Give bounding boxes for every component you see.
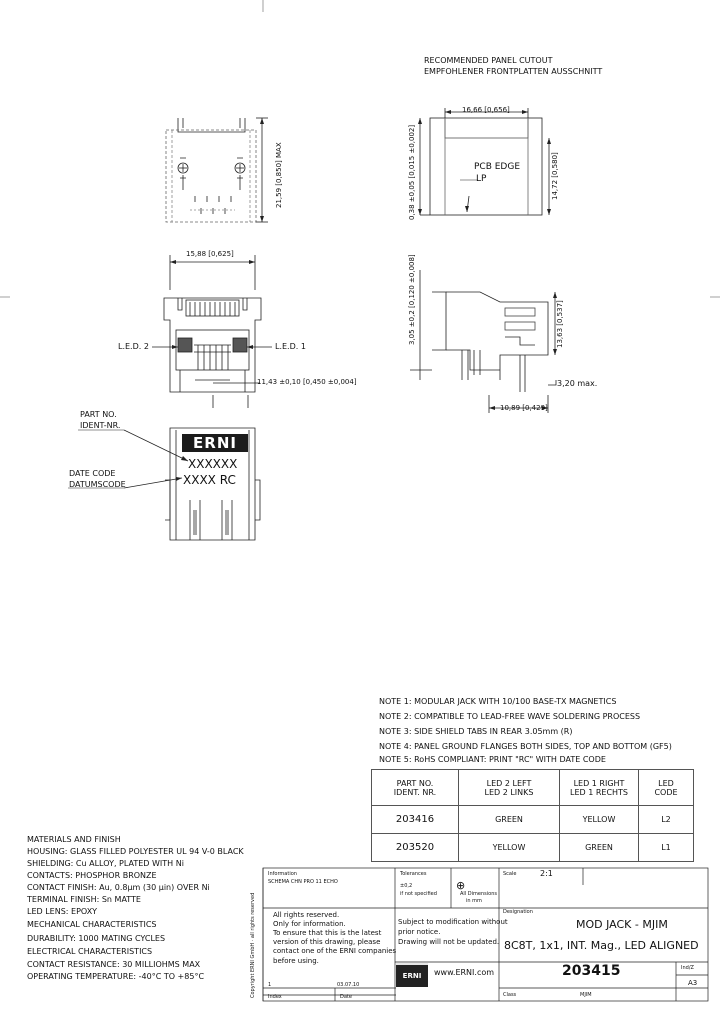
materials-line: CONTACTS: PHOSPHOR BRONZE [27, 871, 157, 880]
rev-label: Ind/Z [681, 965, 694, 971]
drawing-number: 203415 [562, 963, 621, 979]
designation-label: Designation [503, 909, 533, 915]
materials-line: HOUSING: GLASS FILLED POLYESTER UL 94 V-… [27, 847, 244, 856]
table-row: 203520 YELLOW GREEN L1 [371, 833, 694, 862]
scale-label: Scale [503, 871, 517, 877]
materials-line: OPERATING TEMPERATURE: -40°C TO +85°C [27, 972, 205, 981]
unless-specified: if not specified [400, 891, 437, 897]
materials-line: DURABILITY: 1000 MATING CYCLES [27, 934, 166, 943]
top-view-drawing [165, 117, 268, 223]
cutout-width-dim: 16,66 [0,656] [462, 106, 510, 114]
scale-value: 2:1 [540, 869, 553, 878]
panel-cutout-drawing [419, 108, 550, 216]
copyright-line: contact one of the ERNI companies [273, 947, 397, 955]
materials-line: CONTACT RESISTANCE: 30 MILLIOHMS MAX [27, 960, 201, 969]
side-depth-dim: 10,89 [0,429] [500, 404, 548, 412]
row2-code: L1 [638, 833, 694, 862]
ident-nr-label: IDENT-NR. [80, 421, 121, 430]
dimensions-unit: in mm [466, 898, 482, 904]
front-offset-dim: 11,43 ±0,10 [0,450 ±0,004] [257, 378, 357, 386]
copyright-line: before using. [273, 957, 319, 965]
tolerances-value: ±0,2 [400, 883, 413, 889]
header-part-no: PART NO.IDENT. NR. [371, 769, 459, 806]
date-value: 03.07.10 [337, 982, 360, 988]
index-value: 1 [268, 982, 272, 988]
copyright-line: To ensure that this is the latest [273, 929, 382, 937]
front-width-dim: 15,88 [0,625] [186, 250, 234, 258]
row1-code: L2 [638, 805, 694, 834]
top-view-height-dim: 21,59 [0,850] MAX [275, 142, 283, 208]
subject-line: Drawing will not be updated. [398, 938, 500, 946]
row1-led1: YELLOW [559, 805, 639, 834]
side-max-dim: 3,20 max. [557, 379, 598, 388]
materials-line: SHIELDING: Cu ALLOY, PLATED WITH Ni [27, 859, 184, 868]
copyright-line: version of this drawing, please [273, 938, 381, 946]
materials-line: CONTACT FINISH: Au, 0.8µm (30 µin) OVER … [27, 883, 210, 892]
info-value: SCHEMA CHN PRO 11 ECHO [268, 879, 338, 885]
subject-line: Subject to modification without [398, 918, 508, 926]
cutout-height-dim: 14,72 [0,580] [551, 152, 559, 200]
materials-line: MATERIALS AND FINISH [27, 835, 121, 844]
cutout-title-de: EMPFOHLENER FRONTPLATTEN AUSSCHNITT [424, 67, 603, 76]
cutout-title-en: RECOMMENDED PANEL CUTOUT [424, 56, 553, 65]
led2-label: L.E.D. 2 [118, 342, 149, 351]
note-5: NOTE 5: RoHS COMPLIANT: PRINT "RC" WITH … [379, 755, 606, 764]
lp-label: LP [476, 174, 487, 184]
table-row: 203416 GREEN YELLOW L2 [371, 805, 694, 834]
materials-line: TERMINAL FINISH: Sn MATTE [27, 895, 141, 904]
dimension-symbol-icon: ⊕ [456, 879, 466, 892]
designation-subtitle: 8C8T, 1x1, INT. Mag., LED ALIGNED [504, 939, 699, 952]
note-1: NOTE 1: MODULAR JACK WITH 10/100 BASE-TX… [379, 697, 617, 706]
format-label: A3 [688, 979, 698, 987]
datumscode-label: DATUMSCODE [69, 480, 126, 489]
subject-line: prior notice. [398, 928, 441, 936]
part-no-label: PART NO. [80, 410, 117, 419]
row1-led2: GREEN [458, 805, 560, 834]
materials-line: ELECTRICAL CHARACTERISTICS [27, 947, 153, 956]
note-2: NOTE 2: COMPATIBLE TO LEAD-FREE WAVE SOL… [379, 712, 641, 721]
cutout-offset-dim: 0,38 ±0,05 [0,015 ±0,002] [408, 124, 416, 220]
date-label: Date [340, 994, 352, 1000]
date-code-label: DATE CODE [69, 469, 116, 478]
side-view-drawing [410, 270, 557, 413]
front-view-drawing [152, 255, 272, 408]
side-tab-dim: 3,05 ±0,2 [0,120 ±0,008] [408, 254, 416, 345]
info-label: Information [268, 871, 297, 877]
copyright-line: Only for information. [273, 920, 346, 928]
class-label: Class [503, 992, 517, 998]
marking-xxx: XXXXXX [188, 457, 238, 471]
tolerances-label: Tolerances [400, 871, 427, 877]
led1-label: L.E.D. 1 [275, 342, 306, 351]
pcb-edge-label: PCB EDGE [474, 162, 521, 172]
note-4: NOTE 4: PANEL GROUND FLANGES BOTH SIDES,… [379, 742, 672, 751]
designation-title: MOD JACK - MJIM [576, 918, 668, 931]
note-3: NOTE 3: SIDE SHIELD TABS IN REAR 3.05mm … [379, 727, 573, 736]
row2-led1: GREEN [559, 833, 639, 862]
index-label: Index [268, 994, 282, 1000]
website[interactable]: www.ERNI.com [434, 968, 495, 977]
side-copyright-note: Copyright ERNI GmbH · all rights reserve… [250, 892, 256, 998]
side-height-dim: 13,63 [0,537] [556, 300, 564, 348]
materials-line: LED LENS: EPOXY [27, 907, 98, 916]
materials-line: MECHANICAL CHARACTERISTICS [27, 920, 157, 929]
title-block-lines [262, 867, 709, 1002]
marking-xxxx-rc: XXXX RC [183, 473, 236, 487]
marking-view-drawing [68, 427, 261, 541]
class-value: MJIM [580, 992, 592, 998]
row2-part: 203520 [371, 833, 459, 862]
copyright-line: All rights reserved. [273, 911, 340, 919]
erni-logo: ERNI [182, 434, 248, 452]
erni-small-logo: ERNI [396, 965, 428, 987]
row2-led2: YELLOW [458, 833, 560, 862]
row1-part: 203416 [371, 805, 459, 834]
dimensions-label: All Dimensions [460, 891, 497, 897]
